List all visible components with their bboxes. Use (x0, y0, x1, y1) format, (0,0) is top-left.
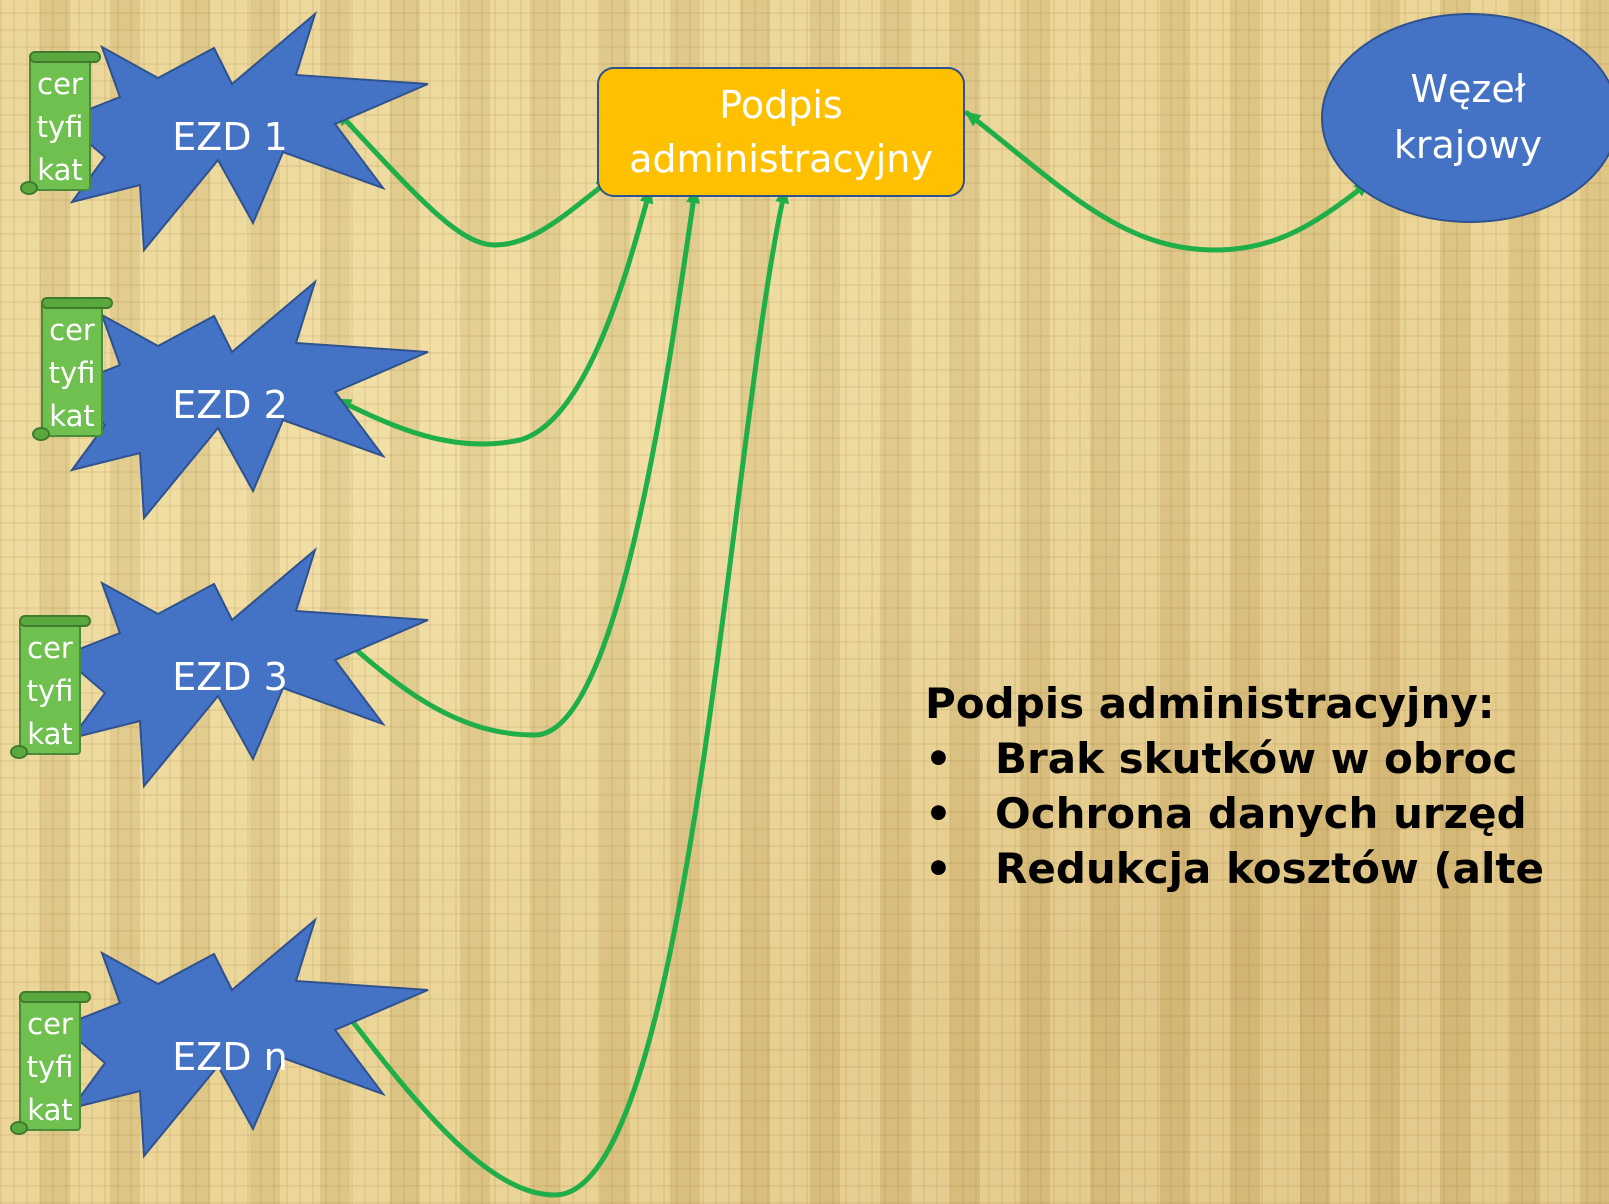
ezd-burst-shape (60, 917, 429, 1159)
cert-line: cer (27, 631, 73, 665)
notes-list: • Brak skutków w obroc • Ochrona danych ur… (925, 731, 1609, 896)
ezd-label: EZD 2 (172, 383, 288, 427)
scroll-bottom-curl (20, 181, 38, 195)
ezd-burst-shape (60, 279, 429, 521)
ezd-burst-shape (60, 547, 429, 789)
ezd-node-n: EZD n (60, 917, 429, 1159)
cert-line: kat (49, 399, 94, 433)
connector-ezd3-admin (325, 187, 701, 738)
bullet-icon: • (925, 789, 952, 838)
ezd-node-1: EZD 1 (60, 11, 429, 253)
cert-line: cer (49, 313, 95, 347)
certificate-scroll-1: cer tyfi kat (20, 51, 101, 195)
cert-line: tyfi (27, 674, 74, 708)
certificate-scroll-2: cer tyfi kat (32, 297, 113, 441)
ezd-label: EZD n (172, 1035, 287, 1079)
ezd-node-3: EZD 3 (60, 547, 429, 789)
admin-box-shape (597, 67, 965, 197)
bullet-icon: • (925, 844, 952, 893)
notes-item: • Ochrona danych urzęd (925, 786, 1609, 841)
certificate-scroll-3: cer tyfi kat (10, 615, 91, 759)
cert-line: kat (27, 717, 72, 751)
connector-admin-wezel (964, 110, 1371, 253)
admin-box-line2: administracyjny (629, 137, 933, 181)
national-node-line1: Węzeł (1410, 67, 1525, 111)
connector-ezd2-admin (335, 187, 654, 447)
scroll-top-curl (19, 991, 91, 1003)
cert-line: kat (37, 153, 82, 187)
notes-heading: Podpis administracyjny: (925, 679, 1495, 728)
admin-box-line1: Podpis (719, 83, 842, 127)
scroll-bottom-curl (10, 745, 28, 759)
scroll-top-curl (29, 51, 101, 63)
national-node: Węzeł krajowy (1321, 13, 1609, 223)
cert-line: tyfi (49, 356, 96, 390)
connectors (325, 109, 1371, 1198)
notes-item: • Brak skutków w obroc (925, 731, 1609, 786)
cert-line: cer (27, 1007, 73, 1041)
ezd-label: EZD 1 (172, 115, 288, 159)
national-node-line2: krajowy (1394, 123, 1542, 167)
connector-ezd1-admin (335, 109, 613, 248)
connector-ezdn-admin (337, 187, 789, 1198)
cert-line: tyfi (37, 110, 84, 144)
notes-item-text: Ochrona danych urzęd (995, 789, 1527, 838)
certificate-scroll-n: cer tyfi kat (10, 991, 91, 1135)
notes-panel: Podpis administracyjny: • Brak skutków w … (925, 676, 1609, 896)
bullet-icon: • (925, 734, 952, 783)
ezd-label: EZD 3 (172, 655, 288, 699)
scroll-top-curl (19, 615, 91, 627)
scroll-top-curl (41, 297, 113, 309)
cert-line: cer (37, 67, 83, 101)
national-node-oval (1321, 13, 1609, 223)
scroll-bottom-curl (32, 427, 50, 441)
notes-item-text: Redukcja kosztów (alte (995, 844, 1544, 893)
notes-item-text: Brak skutków w obroc (995, 734, 1518, 783)
admin-signature-box: Podpis administracyjny (597, 67, 965, 197)
cert-line: tyfi (27, 1050, 74, 1084)
ezd-burst-shape (60, 11, 429, 253)
ezd-node-2: EZD 2 (60, 279, 429, 521)
cert-line: kat (27, 1093, 72, 1127)
notes-item: • Redukcja kosztów (alte (925, 841, 1609, 896)
scroll-bottom-curl (10, 1121, 28, 1135)
